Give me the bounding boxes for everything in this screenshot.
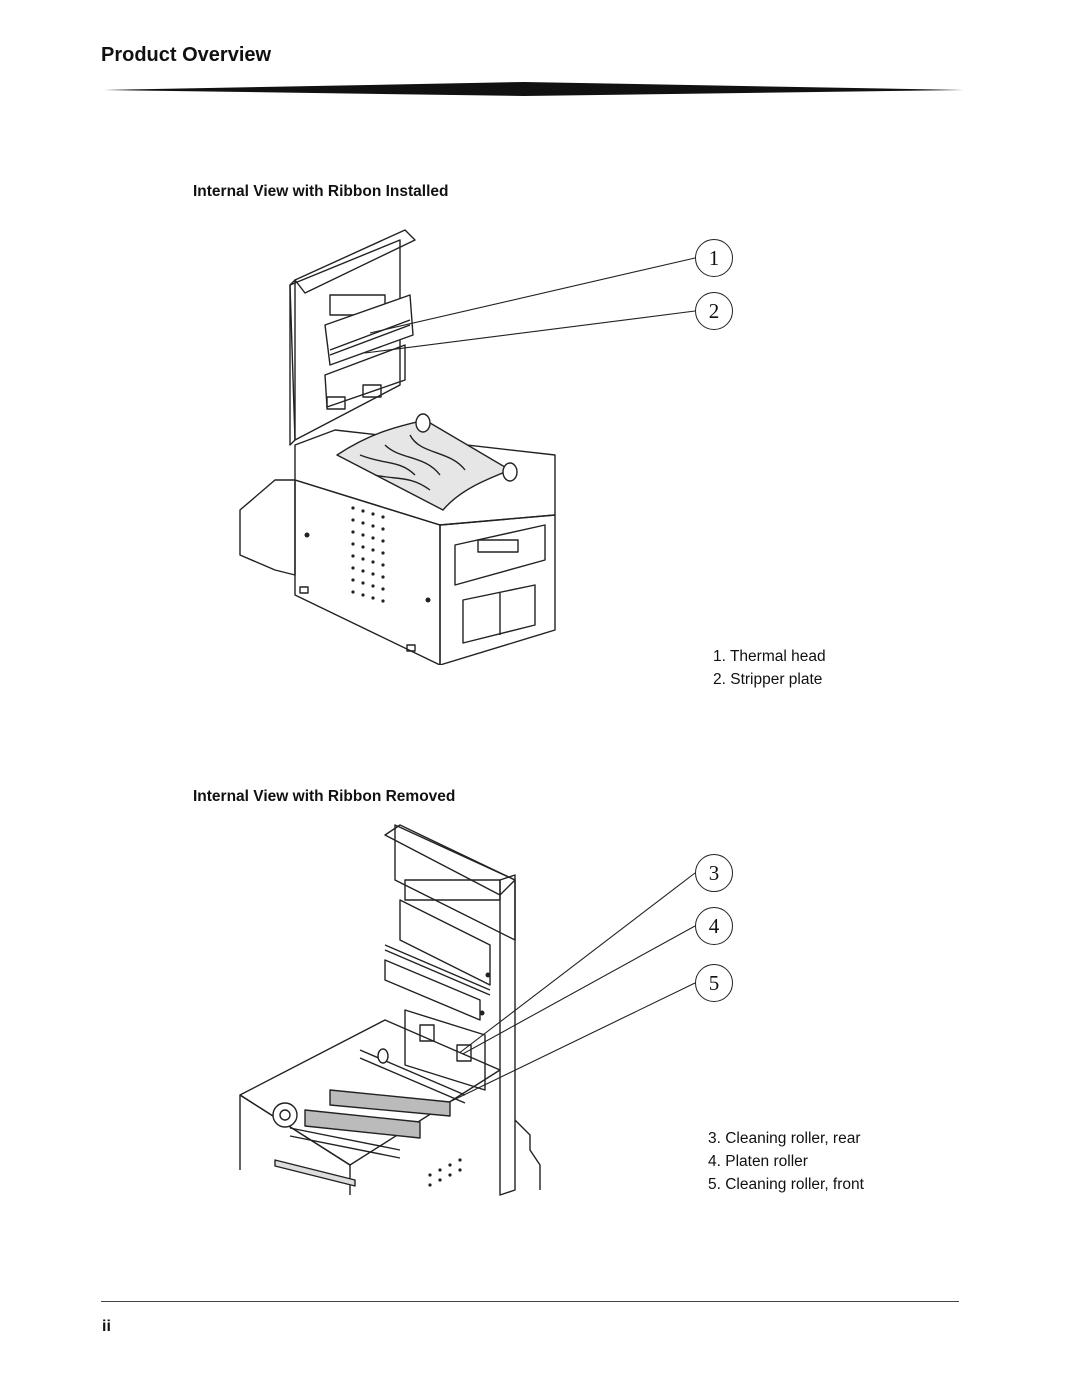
legend-item-cleaning-roller-rear: 3. Cleaning roller, rear bbox=[708, 1130, 861, 1147]
footer-rule bbox=[101, 1301, 959, 1302]
legend-ribbon-installed: 1. Thermal head 2. Stripper plate bbox=[713, 645, 826, 691]
legend-item-thermal-head: 1. Thermal head bbox=[713, 648, 826, 665]
page-number: ii bbox=[102, 1318, 111, 1335]
callout-1: 1 bbox=[695, 239, 733, 277]
legend-item-cleaning-roller-front: 5. Cleaning roller, front bbox=[708, 1176, 864, 1193]
printer-ribbon-installed-illustration bbox=[239, 229, 556, 665]
callout-5: 5 bbox=[695, 964, 733, 1002]
callout-2: 2 bbox=[695, 292, 733, 330]
section-heading-ribbon-removed: Internal View with Ribbon Removed bbox=[193, 788, 456, 805]
printer-ribbon-removed-illustration bbox=[239, 824, 541, 1196]
legend-item-platen-roller: 4. Platen roller bbox=[708, 1153, 808, 1170]
callout-3: 3 bbox=[695, 854, 733, 892]
section-heading-ribbon-installed: Internal View with Ribbon Installed bbox=[193, 183, 449, 200]
callout-4: 4 bbox=[695, 907, 733, 945]
legend-item-stripper-plate: 2. Stripper plate bbox=[713, 671, 823, 688]
legend-ribbon-removed: 3. Cleaning roller, rear 4. Platen rolle… bbox=[708, 1127, 864, 1196]
title-rule bbox=[104, 82, 964, 96]
page-title: Product Overview bbox=[101, 44, 272, 66]
